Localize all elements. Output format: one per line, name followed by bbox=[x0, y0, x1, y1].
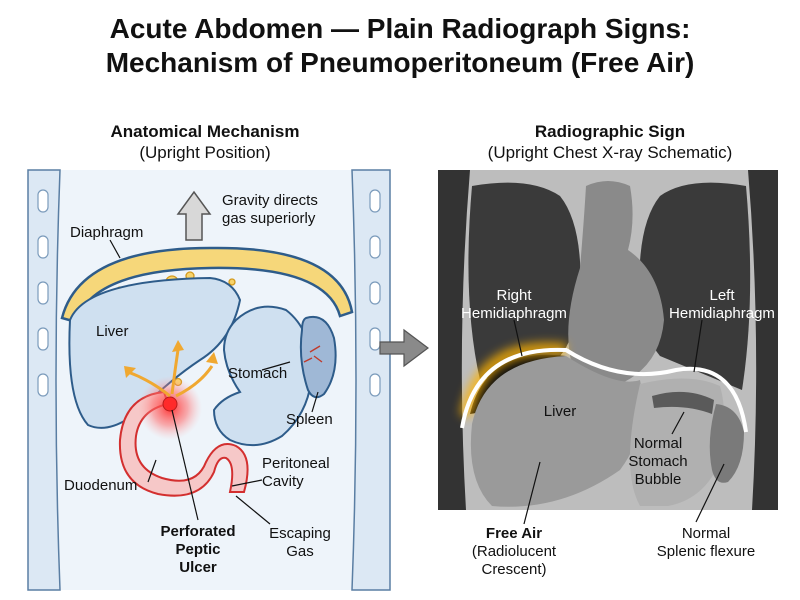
xray-right-edge bbox=[748, 170, 778, 510]
right-hemi-label-line1: Right bbox=[496, 287, 532, 304]
free-air-label-line1: Free Air bbox=[486, 525, 542, 542]
spleen-label: Spleen bbox=[286, 411, 333, 428]
gas-label-line2: Gas bbox=[286, 543, 314, 560]
left-anatomy-panel: Gravity directs gas superiorly Diaphragm… bbox=[27, 169, 391, 591]
liver bbox=[68, 276, 242, 429]
right-panel-heading: Radiographic Sign (Upright Chest X-ray S… bbox=[430, 121, 790, 163]
gravity-label-line1: Gravity directs bbox=[222, 192, 318, 209]
diaphragm-outline bbox=[460, 347, 748, 433]
gravity-arrow-icon bbox=[176, 190, 212, 241]
gravity-label-line2: gas superiorly bbox=[222, 210, 316, 227]
stomach-gas-bubble bbox=[652, 391, 714, 414]
duodenum-label: Duodenum bbox=[64, 477, 137, 494]
free-air-label-line3: Crescent) bbox=[481, 561, 546, 578]
spleen bbox=[299, 316, 337, 399]
gas-arrowheads bbox=[124, 340, 218, 378]
splenic-label-line1: Normal bbox=[682, 525, 730, 542]
ulcer-label-line3: Ulcer bbox=[179, 559, 217, 576]
main-title-line-1: Acute Abdomen — Plain Radiograph Signs: bbox=[109, 13, 691, 44]
perforation-site bbox=[162, 396, 178, 412]
left-hemi-label-line2: Hemidiaphragm bbox=[669, 305, 775, 322]
right-xray-panel: Right Hemidiaphragm Left Hemidiaphragm L… bbox=[438, 170, 778, 578]
diaphragm bbox=[60, 246, 354, 324]
diaphragm-label: Diaphragm bbox=[70, 224, 143, 241]
right-leader-lines bbox=[513, 319, 725, 525]
free-air-label-line2: (Radiolucent bbox=[472, 543, 557, 560]
stomach-label: Stomach bbox=[228, 365, 287, 382]
gas-arrows bbox=[127, 349, 214, 398]
ulcer-label-line1: Perforated bbox=[160, 523, 235, 540]
peritoneal-label-line2: Cavity bbox=[262, 473, 304, 490]
rib-segments bbox=[37, 189, 381, 397]
bubble-label-line3: Bubble bbox=[635, 471, 682, 488]
splenic-vessels bbox=[303, 345, 323, 363]
xray-liver-label: Liver bbox=[544, 403, 577, 420]
mediastinum-heart bbox=[568, 181, 664, 387]
stomach bbox=[212, 305, 314, 447]
peritoneal-label-line1: Peritoneal bbox=[262, 455, 330, 472]
left-lung bbox=[639, 182, 751, 390]
right-panel-title: Radiographic Sign bbox=[534, 122, 686, 141]
left-panel-heading: Anatomical Mechanism (Upright Position) bbox=[20, 121, 390, 163]
left-panel-subtitle: (Upright Position) bbox=[139, 143, 271, 162]
transition-arrow-icon bbox=[379, 328, 429, 368]
xray-liver bbox=[470, 356, 643, 507]
right-panel-subtitle: (Upright Chest X-ray Schematic) bbox=[487, 143, 733, 162]
splenic-label-line2: Splenic flexure bbox=[657, 543, 755, 560]
left-hemi-label-line1: Left bbox=[709, 287, 735, 304]
left-panel-title: Anatomical Mechanism bbox=[110, 122, 300, 141]
gas-label-line1: Escaping bbox=[269, 525, 331, 542]
right-lung bbox=[468, 182, 581, 380]
bubble-label-line2: Stomach bbox=[628, 453, 687, 470]
liver-label: Liver bbox=[96, 323, 129, 340]
left-leader-lines bbox=[109, 239, 319, 525]
ulcer-label-line2: Peptic bbox=[175, 541, 220, 558]
right-hemi-label-line2: Hemidiaphragm bbox=[461, 305, 567, 322]
bubble-label-line1: Normal bbox=[634, 435, 682, 452]
splenic-flexure bbox=[709, 404, 744, 483]
main-title-line-2: Mechanism of Pneumoperitoneum (Free Air) bbox=[105, 47, 695, 78]
